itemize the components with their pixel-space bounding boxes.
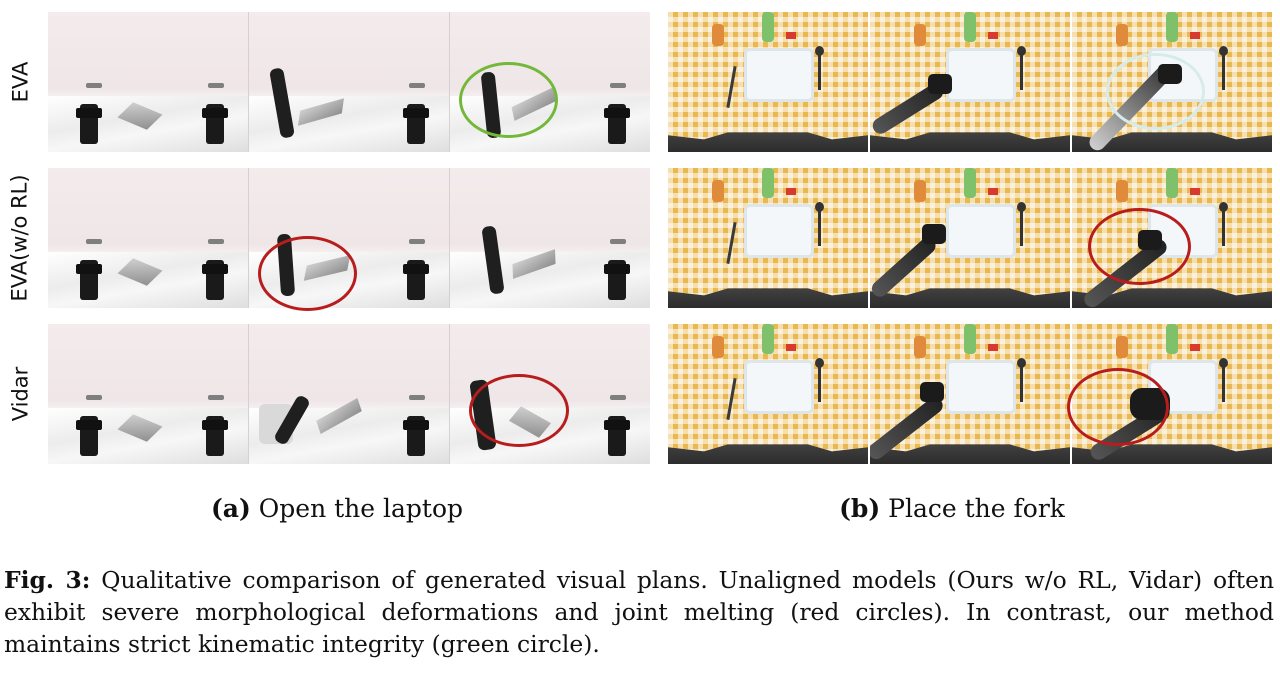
red-circle [469,374,569,447]
laptop-frame [48,12,249,152]
light-circle [1106,53,1205,130]
fork-row-vidar [668,324,1272,464]
subfigure-a-title: Open the laptop [258,494,464,523]
subfigure-a-tag: (a) [210,494,251,523]
red-circle [258,236,357,311]
row-label-eva-wo-rl: EVA(w/o RL) [2,168,38,308]
fork-frame [668,324,870,464]
subfigure-b-title: Place the fork [888,494,1065,523]
green-circle [459,62,558,138]
figure-caption: Fig. 3: Qualitative comparison of genera… [4,564,1274,660]
row-label-vidar: Vidar [2,324,38,464]
red-circle [1067,368,1169,446]
row-label-text: EVA(w/o RL) [8,174,33,302]
figure-caption-label: Fig. 3: [4,566,91,594]
fork-frame [870,12,1072,152]
laptop-row-eva [48,12,650,152]
laptop-frame [48,324,249,464]
laptop-frame [249,12,450,152]
subfigure-a-caption: (a) Open the laptop [211,494,463,523]
fork-frame [668,168,870,308]
row-label-text: Vidar [8,366,33,422]
red-circle [1088,208,1191,285]
fork-frame [668,12,870,152]
laptop-frame [48,168,249,308]
row-label-eva: EVA [2,12,38,152]
fork-frame [870,168,1072,308]
laptop-frame [249,324,450,464]
fork-row-eva-wo-rl [668,168,1272,308]
subfigure-b-tag: (b) [839,494,881,523]
row-label-text: EVA [8,61,33,103]
laptop-frame [450,168,650,308]
fork-frame [870,324,1072,464]
figure-caption-text: Qualitative comparison of generated visu… [4,566,1275,658]
subfigure-b-caption: (b) Place the fork [839,494,1065,523]
